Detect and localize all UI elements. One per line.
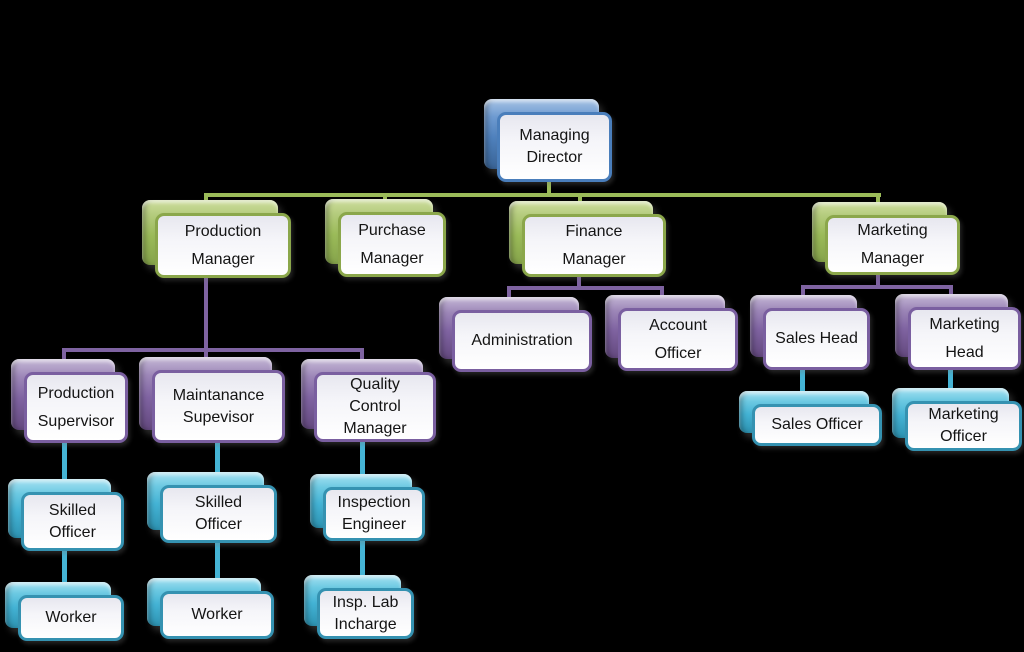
connector-qc-to-inspection — [360, 432, 365, 482]
org-node-insp-lab-incharge: Insp. Lab Incharge — [304, 575, 414, 639]
node-label: Sales Officer — [771, 416, 863, 433]
connector-drop-marketing-manager — [876, 195, 880, 207]
org-node-quality-control-manager: Quality Control Manager — [301, 359, 436, 442]
org-node-inspection-engineer: Inspection Engineer — [310, 474, 425, 541]
node-label: Production Manager — [184, 222, 262, 268]
connector-md-riser — [547, 178, 551, 195]
node-label: Maintanance Supevisor — [172, 386, 265, 426]
org-node-finance-manager: Finance Manager — [509, 201, 666, 277]
node-label: Worker — [191, 606, 243, 623]
connector-skilled1-to-worker — [62, 542, 67, 590]
connector-maintsup-to-skilled — [215, 432, 220, 478]
org-node-production-supervisor: Production Supervisor — [11, 359, 128, 443]
node-label: Account Officer — [649, 316, 707, 362]
connector-inspeng-to-insplab — [360, 532, 365, 584]
org-node-sales-head: Sales Head — [750, 295, 870, 370]
node-label: Purchase Manager — [358, 221, 426, 267]
connector-finance-bus — [507, 286, 664, 290]
connector-drop-account-officer — [660, 288, 664, 300]
connector-saleshead-to-salesofficer — [800, 362, 805, 398]
node-label: Insp. Lab Incharge — [332, 593, 399, 633]
org-node-marketing-head: Marketing Head — [895, 294, 1021, 370]
node-label: Sales Head — [775, 330, 858, 347]
org-node-marketing-officer: Marketing Officer — [892, 388, 1022, 451]
node-label: Quality Control Manager — [343, 376, 407, 437]
connector-drop-marketing-head — [949, 287, 953, 297]
connector-marketing-bus — [801, 285, 953, 289]
connector-mkthead-to-mktofficer — [948, 362, 953, 398]
connector-finance-riser — [577, 270, 581, 288]
org-node-administration: Administration — [439, 297, 592, 372]
connector-prodsup-to-skilled — [62, 432, 67, 482]
connector-drop-maintanance-supevisor — [204, 350, 208, 362]
node-label: Managing Director — [519, 127, 590, 166]
org-node-skilled-officer-1: Skilled Officer — [8, 479, 124, 551]
org-node-sales-officer: Sales Officer — [739, 391, 882, 446]
org-node-purchase-manager: Purchase Manager — [325, 199, 446, 277]
org-node-account-officer: Account Officer — [605, 295, 738, 371]
node-label: Finance Manager — [562, 222, 626, 268]
org-node-marketing-manager: Marketing Manager — [812, 202, 960, 275]
node-label: Skilled Officer — [194, 494, 243, 533]
org-node-maintanance-supevisor: Maintanance Supevisor — [139, 357, 285, 443]
connector-drop-sales-head — [801, 287, 805, 297]
node-label: Production Supervisor — [37, 384, 115, 430]
node-label: Worker — [45, 609, 97, 626]
connector-managers-bus — [204, 193, 881, 197]
node-label: Marketing Officer — [928, 406, 999, 445]
node-label: Administration — [471, 332, 573, 349]
connector-drop-quality-control — [360, 350, 364, 364]
org-node-worker-1: Worker — [5, 582, 124, 641]
connector-drop-administration — [507, 288, 511, 300]
org-node-managing-director: Managing Director — [484, 99, 612, 182]
node-label: Marketing Manager — [857, 222, 928, 267]
connector-skilled2-to-worker — [215, 534, 220, 586]
node-label: Inspection Engineer — [337, 494, 411, 533]
node-label: Marketing Head — [929, 315, 1000, 361]
connector-supervisors-bus — [62, 348, 364, 352]
node-label: Skilled Officer — [48, 501, 97, 541]
connector-marketing-riser — [876, 268, 880, 287]
org-node-production-manager: Production Manager — [142, 200, 291, 278]
org-node-worker-2: Worker — [147, 578, 274, 639]
connector-drop-production-supervisor — [62, 350, 66, 364]
org-node-skilled-officer-2: Skilled Officer — [147, 472, 277, 543]
connector-production-riser — [204, 270, 208, 350]
